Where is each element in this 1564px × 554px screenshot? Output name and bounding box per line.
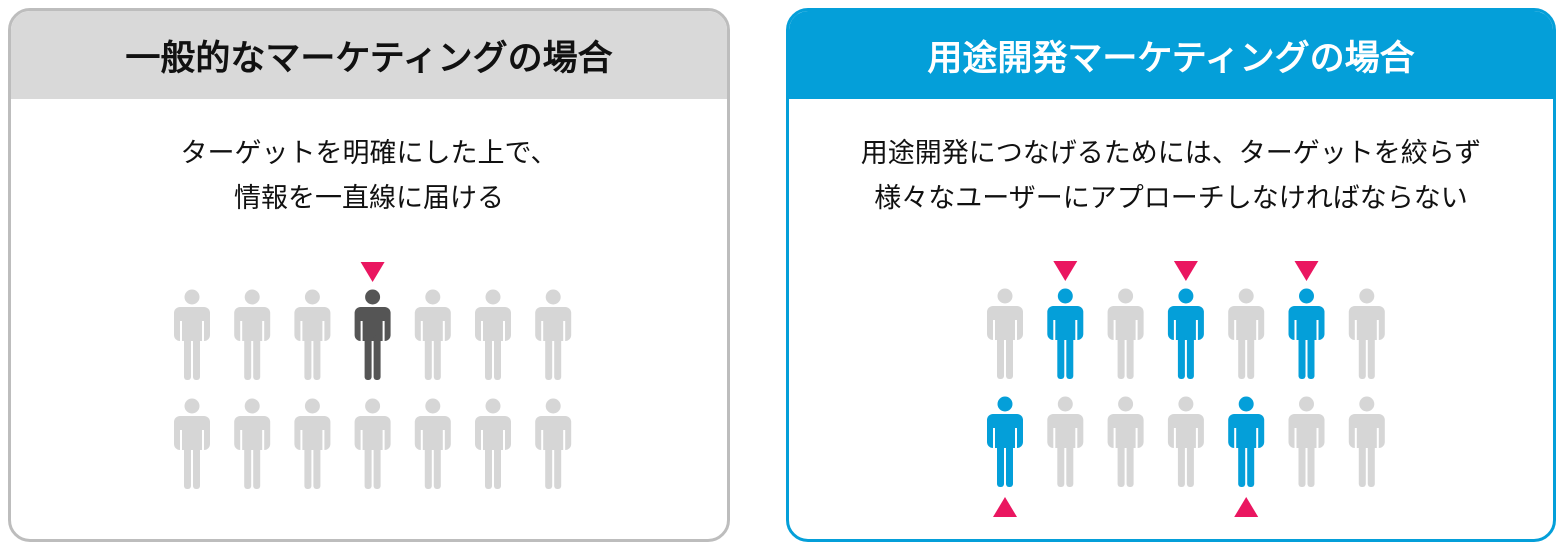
panel-description: 用途開発につなげるためには、ターゲットを絞らず 様々なユーザーにアプローチしなけ… [789, 131, 1553, 221]
person-icon [234, 289, 271, 380]
person-icon [174, 398, 210, 489]
description-line: 情報を一直線に届ける [234, 183, 504, 214]
triangle-down-icon [1294, 261, 1319, 281]
description-line: ターゲットを明確にした上で、 [180, 138, 558, 169]
person-icon [1228, 288, 1265, 379]
person-icon [294, 289, 331, 380]
person-icon [1348, 288, 1385, 379]
person-icon [1348, 396, 1385, 487]
person-icon [1107, 288, 1144, 379]
person-icon [294, 398, 331, 489]
person-icon [1167, 396, 1204, 487]
person-icon [535, 398, 572, 489]
person-icon [354, 289, 391, 380]
person-icon [1047, 396, 1084, 487]
triangle-up-icon [993, 497, 1017, 517]
person-icon [987, 396, 1023, 487]
triangle-down-icon [360, 262, 385, 282]
person-icon [1047, 288, 1084, 379]
triangle-down-icon [1053, 261, 1078, 281]
person-icon [535, 289, 572, 380]
person-icon [1107, 396, 1144, 487]
panel-description: ターゲットを明確にした上で、 情報を一直線に届ける [11, 131, 727, 221]
person-icon [414, 398, 451, 489]
people-grid [987, 261, 1385, 517]
person-icon [1167, 288, 1204, 379]
person-icon [475, 289, 511, 380]
description-line: 用途開発につなげるためには、ターゲットを絞らず [860, 138, 1482, 169]
people-grid [174, 262, 572, 489]
person-icon [174, 289, 210, 380]
description-line: 様々なユーザーにアプローチしなければならない [874, 183, 1468, 214]
panel-title: 一般的なマーケティングの場合 [11, 11, 727, 99]
person-icon [987, 288, 1023, 379]
person-icon [234, 398, 271, 489]
person-icon [1228, 396, 1265, 487]
triangle-up-icon [1234, 497, 1259, 517]
person-icon [1288, 288, 1325, 379]
panel-application-development-marketing: 用途開発マーケティングの場合 用途開発につなげるためには、ターゲットを絞らず 様… [786, 8, 1556, 542]
person-icon [1288, 396, 1325, 487]
person-icon [354, 398, 391, 489]
person-icon [475, 398, 511, 489]
person-icon [414, 289, 451, 380]
triangle-down-icon [1173, 261, 1198, 281]
panel-title: 用途開発マーケティングの場合 [789, 11, 1553, 99]
panel-general-marketing: 一般的なマーケティングの場合 ターゲットを明確にした上で、 情報を一直線に届ける [8, 8, 730, 542]
